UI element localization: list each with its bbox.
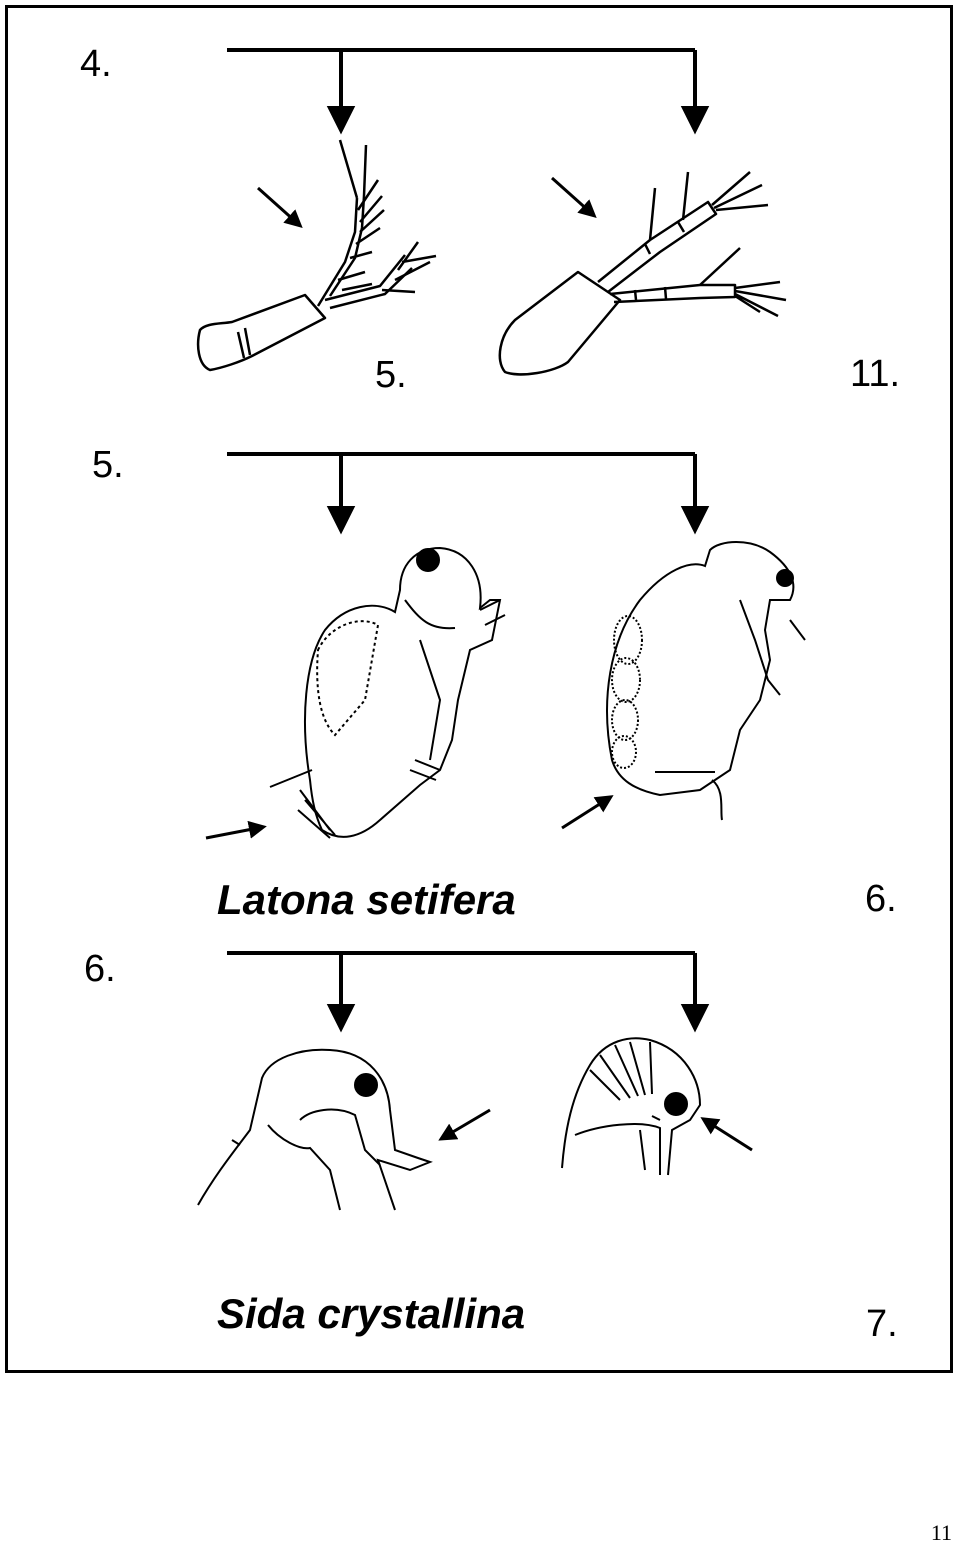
couplet-5-number: 5.	[92, 444, 124, 486]
sida-crystallina-head-drawing	[197, 1048, 433, 1211]
latona-setifera-drawing	[269, 546, 506, 839]
pointer-arrow	[561, 795, 614, 830]
antenna-drawing-left	[196, 139, 437, 372]
pointer-arrow	[205, 820, 267, 840]
antenna-drawing-right	[498, 171, 787, 376]
couplet-6-species-name: Sida crystallina	[217, 1290, 526, 1337]
pointer-arrow	[438, 1108, 491, 1141]
couplet-6-number: 6.	[84, 948, 116, 990]
species-contrast-drawing-right	[606, 541, 806, 821]
couplet-4-right-lead: 11.	[850, 353, 901, 395]
couplet-5-species-name: Latona setifera	[217, 876, 516, 923]
couplet-6-bracket	[227, 951, 710, 1033]
couplet-4-bracket	[227, 48, 710, 135]
pointer-arrow	[550, 176, 597, 219]
couplet-4-left-lead: 5.	[375, 354, 407, 396]
couplet-5-bracket	[227, 452, 710, 535]
pointer-arrow	[700, 1117, 753, 1152]
pointer-arrow	[256, 186, 303, 229]
couplet-5-right-lead: 6.	[865, 878, 897, 920]
page-number: 11	[930, 1520, 952, 1545]
species-contrast-head-drawing-right	[561, 1037, 702, 1176]
key-frame	[5, 5, 953, 1373]
couplet-4-number: 4.	[80, 43, 112, 85]
couplet-6-right-lead: 7.	[866, 1303, 898, 1345]
